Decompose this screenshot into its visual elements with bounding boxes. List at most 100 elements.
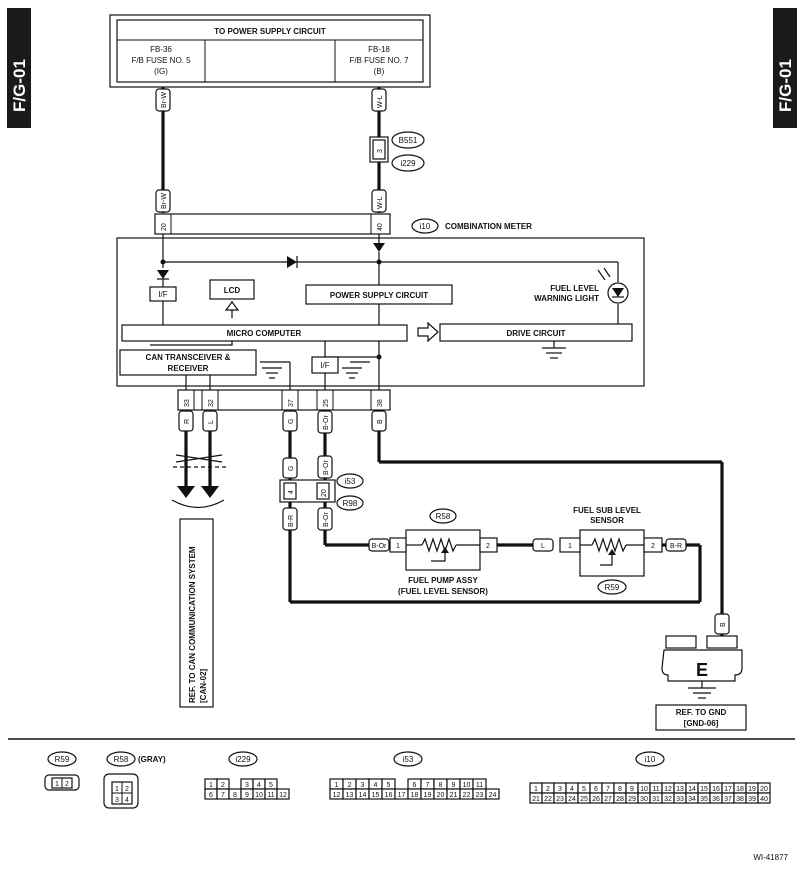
i53-pin: 18 (411, 792, 419, 799)
i53-pin: 17 (398, 792, 406, 799)
r59-label: R59 (605, 583, 620, 592)
i53-pin: 7 (426, 782, 430, 789)
wire-label-wl-top: W-L (371, 88, 387, 112)
r58-label: R58 (436, 512, 451, 521)
fuel-warning-light: FUEL LEVEL WARNING LIGHT (534, 267, 629, 304)
svg-text:W-L: W-L (377, 95, 384, 108)
i10-pin: 6 (594, 786, 598, 793)
legend-r59: R59 1 2 (44, 751, 80, 791)
svg-text:1: 1 (396, 543, 400, 550)
i229-pin: 4 (257, 782, 261, 789)
r98-label: R98 (343, 499, 358, 508)
i53-pin: 9 (452, 782, 456, 789)
i10-pin: 11 (652, 786, 659, 793)
i10-pin: 34 (688, 796, 696, 803)
svg-text:L: L (541, 543, 545, 550)
wire-label-g-mid: G (282, 457, 298, 479)
i53-pin: 19 (424, 792, 432, 799)
legend-r58: R58 (GRAY) 1 2 3 4 (103, 751, 166, 809)
page-tag-right: F/G-01 (776, 59, 795, 112)
svg-text:B-Or: B-Or (323, 415, 330, 430)
wire-label-bor-mid: B-Or (317, 455, 333, 479)
i229-pin: 6 (209, 792, 213, 799)
i10-cell (757, 792, 771, 804)
i10-pin: 20 (760, 786, 768, 793)
svg-text:POWER SUPPLY CIRCUIT: POWER SUPPLY CIRCUIT (330, 291, 428, 300)
svg-text:G: G (288, 419, 295, 424)
svg-text:Br-W: Br-W (161, 193, 168, 209)
i10-pin: 3 (558, 786, 562, 793)
svg-text:4: 4 (125, 797, 129, 804)
i10-pin: 33 (676, 796, 684, 803)
gnd-ref-line1: REF. TO GND (676, 708, 727, 717)
svg-text:R: R (184, 419, 191, 424)
i10-pin: 16 (712, 786, 720, 793)
i53-pin: 11 (476, 782, 483, 789)
i53-pin: 1 (335, 782, 339, 789)
svg-text:CAN TRANSCEIVER &: CAN TRANSCEIVER & (146, 353, 231, 362)
svg-text:MICRO COMPUTER: MICRO COMPUTER (227, 329, 302, 338)
i53-pin: 5 (387, 782, 391, 789)
fuse-right-line2: F/B FUSE NO. 7 (349, 56, 409, 65)
i53-pin: 16 (385, 792, 393, 799)
wire-label-brw-bottom: Br-W (155, 189, 171, 213)
svg-text:RECEIVER: RECEIVER (168, 364, 209, 373)
i10-pin: 15 (700, 786, 708, 793)
i10-pin: 36 (712, 796, 720, 803)
b551-label: B551 (399, 136, 418, 145)
i10-pin: 23 (556, 796, 564, 803)
i10-pin: 1 (534, 786, 538, 793)
i53-pin: 2 (348, 782, 352, 789)
svg-text:32: 32 (208, 399, 215, 407)
i229-pin: 5 (269, 782, 273, 789)
i10-pin: 35 (700, 796, 708, 803)
fuse-right-line3: (B) (374, 67, 385, 76)
gnd-ref-line2: [GND-06] (684, 719, 719, 728)
svg-text:L: L (208, 420, 215, 424)
svg-text:3: 3 (115, 797, 119, 804)
i10-pin: 29 (628, 796, 636, 803)
i10-pin: 32 (664, 796, 672, 803)
i10-pin: 2 (546, 786, 550, 793)
i229-pin: 1 (209, 782, 213, 789)
svg-text:i53: i53 (403, 755, 414, 764)
i53-pin: 13 (346, 792, 354, 799)
i10-pin: 28 (616, 796, 624, 803)
fuse-left-line2: F/B FUSE NO. 5 (131, 56, 191, 65)
page-tag-right-bg (773, 8, 797, 128)
i10-pin: 39 (748, 796, 756, 803)
svg-text:20: 20 (321, 489, 328, 497)
i53-pin: 4 (374, 782, 378, 789)
connector-i53-r98: 4 20 i53 R98 (279, 473, 364, 511)
i10-pin: 18 (736, 786, 744, 793)
svg-text:W-L: W-L (377, 196, 384, 209)
svg-text:B-Or: B-Or (372, 543, 387, 550)
svg-text:2: 2 (486, 543, 490, 550)
fuel-sub-line2: SENSOR (590, 516, 624, 525)
svg-text:B-Or: B-Or (323, 460, 330, 475)
wire-label-b-ground: B (714, 613, 730, 635)
i229-label: i229 (400, 159, 416, 168)
i229-pin: 2 (221, 782, 225, 789)
i53-pin: 22 (463, 792, 471, 799)
i53-pin: 20 (437, 792, 445, 799)
svg-text:2: 2 (651, 543, 655, 550)
fuel-pump-assy: R58 1 2 B-Or FUEL PUMP ASSY (FUEL LEVEL … (368, 508, 498, 596)
svg-text:Br-W: Br-W (161, 92, 168, 108)
i10-pin: 26 (592, 796, 600, 803)
svg-text:B-R: B-R (288, 515, 295, 527)
svg-text:i10: i10 (645, 755, 656, 764)
wire-label-br-bottom: B-R (282, 507, 298, 531)
wire-label-wl-bottom: W-L (371, 189, 387, 213)
i10-pin: 17 (724, 786, 732, 793)
power-supply-circuit-box: POWER SUPPLY CIRCUIT (305, 284, 453, 305)
drive-circuit-box: DRIVE CIRCUIT (439, 323, 633, 342)
svg-text:20: 20 (161, 223, 168, 231)
ground-e: E REF. TO GND [GND-06] (655, 635, 747, 731)
svg-text:B: B (377, 419, 384, 424)
i10-pin: 9 (630, 786, 634, 793)
svg-text:33: 33 (184, 399, 191, 407)
